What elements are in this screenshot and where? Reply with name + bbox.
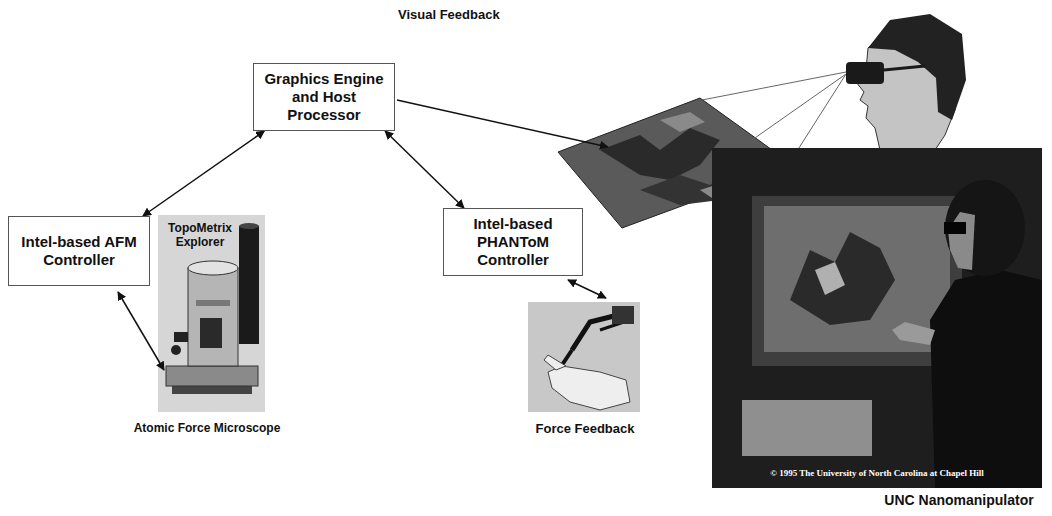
person-glasses xyxy=(944,222,966,234)
cable-arrow xyxy=(118,292,164,370)
image-caption: Atomic Force Microscope xyxy=(117,422,297,436)
copyright-note: © 1995 The University of North Carolina … xyxy=(716,468,1038,478)
process-box: Graphics Engine and Host Processor xyxy=(253,63,395,131)
image-caption: Visual Feedback xyxy=(398,8,518,23)
phantom-joint xyxy=(612,306,634,324)
person-head xyxy=(945,180,1025,276)
box-text: Graphics Engine and Host Processor xyxy=(260,70,388,124)
cable-arrow xyxy=(568,280,606,298)
hand xyxy=(548,366,630,410)
image-caption: UNC Nanomanipulator xyxy=(872,492,1046,508)
person-body xyxy=(930,270,1042,488)
controller-box: Intel-based PHANToM Controller xyxy=(443,208,583,276)
microscope-base xyxy=(166,366,258,386)
photo-ground xyxy=(712,148,1042,488)
box-text: Intel-based AFM Controller xyxy=(15,233,143,269)
phantom-photo xyxy=(528,302,640,412)
display-arrow xyxy=(397,100,608,147)
screen-terrain xyxy=(815,262,845,295)
nanomanipulator-photo xyxy=(712,148,1042,488)
monitor-screen xyxy=(764,206,950,352)
controller-box: Intel-based AFM Controller xyxy=(8,216,150,286)
terrain-ridge xyxy=(600,128,720,180)
glasses-arm xyxy=(884,66,925,70)
monitor-frame xyxy=(752,196,962,366)
microscope-column xyxy=(239,226,259,344)
box-text: Intel-based PHANToM Controller xyxy=(450,215,576,269)
person-face xyxy=(948,212,975,270)
microscope-knob xyxy=(171,345,181,355)
microscope-top xyxy=(188,261,238,275)
microscope-head xyxy=(200,318,222,348)
connector-arrow xyxy=(143,131,264,216)
microscope-body xyxy=(188,268,238,366)
microscope-knob xyxy=(174,332,188,342)
product-name: TopoMetrix Explorer xyxy=(163,222,237,250)
head-glasses xyxy=(846,62,884,84)
sight-line xyxy=(702,72,846,100)
microscope-photo xyxy=(158,215,265,412)
microscope-foot xyxy=(172,386,252,394)
microscope-column-top xyxy=(239,223,259,229)
terrain-highlight xyxy=(660,112,705,132)
viewer-head xyxy=(846,14,966,150)
image-caption: Force Feedback xyxy=(515,422,655,437)
finger xyxy=(544,355,566,370)
keyboard xyxy=(742,400,872,456)
screen-terrain xyxy=(790,232,895,325)
photo-ground xyxy=(158,215,265,412)
connector-arrow xyxy=(385,131,464,208)
sight-line xyxy=(752,74,846,140)
photo-ground xyxy=(528,302,640,412)
person-hand xyxy=(892,322,935,345)
microscope-ring xyxy=(196,300,230,306)
